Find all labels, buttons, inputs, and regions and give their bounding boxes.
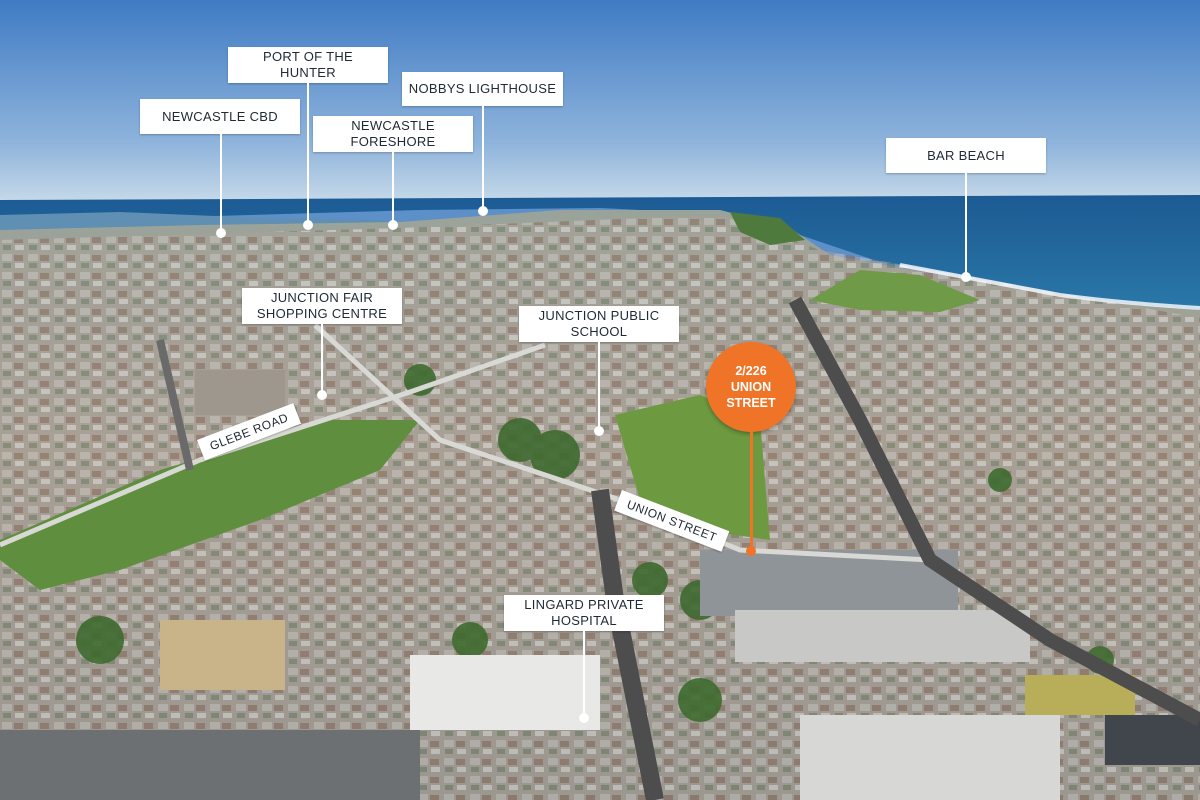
pin-line-newcastle-cbd xyxy=(220,134,222,230)
property-pin-line xyxy=(750,430,753,550)
pin-dot-junction-fair xyxy=(317,390,327,400)
pin-dot-port-of-the-hunter xyxy=(303,220,313,230)
pin-dot-lingard-hospital xyxy=(579,713,589,723)
property-marker: 2/226 UNION STREET xyxy=(706,342,796,432)
pin-dot-bar-beach xyxy=(961,272,971,282)
pin-line-bar-beach xyxy=(965,173,967,275)
label-lingard-private-hospital: LINGARD PRIVATE HOSPITAL xyxy=(504,595,664,631)
label-newcastle-foreshore: NEWCASTLE FORESHORE xyxy=(313,116,473,152)
label-junction-fair-shopping-centre: JUNCTION FAIR SHOPPING CENTRE xyxy=(242,288,402,324)
pin-dot-newcastle-foreshore xyxy=(388,220,398,230)
pin-dot-nobbys-lighthouse xyxy=(478,206,488,216)
pin-line-junction-fair xyxy=(321,324,323,392)
pin-line-newcastle-foreshore xyxy=(392,152,394,224)
property-pin-dot xyxy=(746,546,756,556)
label-newcastle-cbd: NEWCASTLE CBD xyxy=(140,99,300,134)
pin-line-nobbys-lighthouse xyxy=(482,106,484,208)
label-junction-public-school: JUNCTION PUBLIC SCHOOL xyxy=(519,306,679,342)
pin-line-port-of-the-hunter xyxy=(307,83,309,222)
label-bar-beach: BAR BEACH xyxy=(886,138,1046,173)
label-port-of-the-hunter: PORT OF THE HUNTER xyxy=(228,47,388,83)
pin-line-lingard-hospital xyxy=(583,631,585,717)
pin-line-junction-public-school xyxy=(598,342,600,428)
pin-dot-newcastle-cbd xyxy=(216,228,226,238)
pin-dot-junction-public-school xyxy=(594,426,604,436)
label-nobbys-lighthouse: NOBBYS LIGHTHOUSE xyxy=(402,72,563,106)
